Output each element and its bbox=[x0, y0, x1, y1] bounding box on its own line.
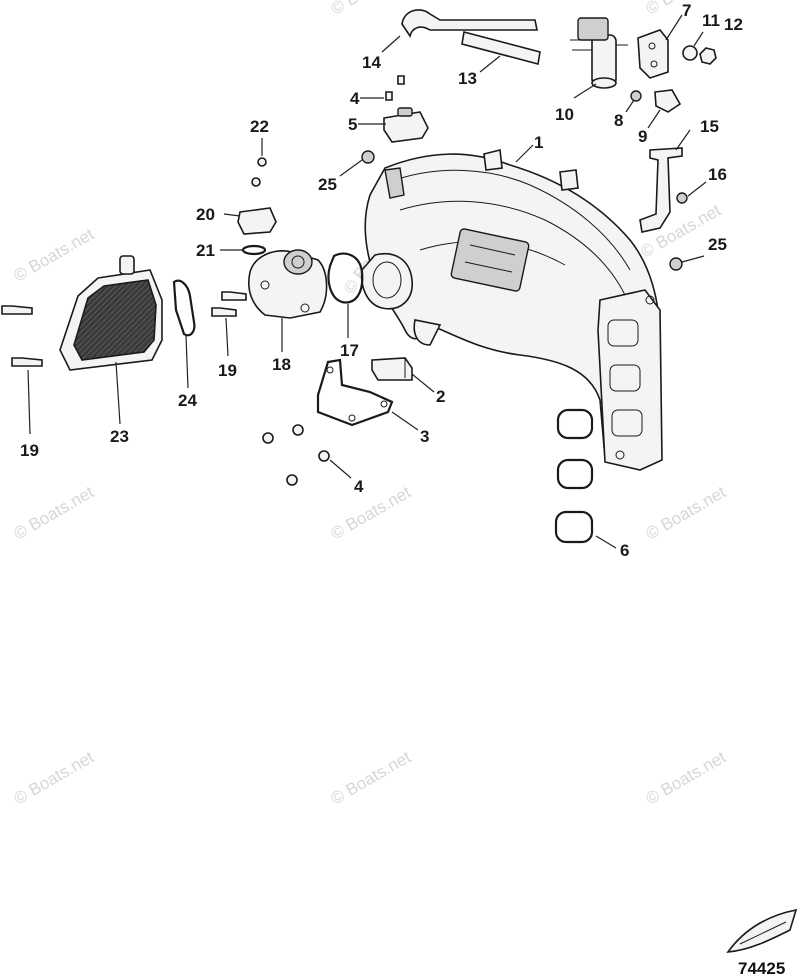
callout-21: 21 bbox=[196, 241, 215, 260]
watermark-text: © Boats.net bbox=[328, 747, 415, 808]
boat-logo-icon bbox=[726, 908, 798, 953]
part-16-screw bbox=[676, 192, 688, 204]
callout-23: 23 bbox=[110, 427, 129, 446]
part-22-screws bbox=[251, 157, 267, 187]
callout-5: 5 bbox=[348, 115, 357, 134]
callout-16: 16 bbox=[708, 165, 727, 184]
watermark-text: © Boats.net bbox=[328, 482, 415, 543]
part-5-sensor bbox=[383, 107, 429, 143]
callout-3: 3 bbox=[420, 427, 429, 446]
part-15-bracket bbox=[639, 147, 683, 233]
callout-8: 8 bbox=[614, 111, 623, 130]
callout-4: 4 bbox=[354, 477, 364, 496]
callout-18: 18 bbox=[272, 355, 291, 374]
part-25-fastener bbox=[669, 257, 683, 271]
watermark-text: © Boats.net bbox=[643, 482, 730, 543]
callout-9: 9 bbox=[638, 127, 647, 146]
callout-17: 17 bbox=[340, 341, 359, 360]
part-9-clip bbox=[654, 89, 682, 113]
part-19-bolts bbox=[1, 291, 247, 367]
callout-20: 20 bbox=[196, 205, 215, 224]
callout-19: 19 bbox=[20, 441, 39, 460]
callout-22: 22 bbox=[250, 117, 269, 136]
part-21-o-ring bbox=[241, 244, 267, 256]
callout-25: 25 bbox=[318, 175, 337, 194]
part-24-gasket bbox=[172, 279, 196, 337]
callout-15: 15 bbox=[700, 117, 719, 136]
callout-19: 19 bbox=[218, 361, 237, 380]
callout-25: 25 bbox=[708, 235, 727, 254]
callout-2: 2 bbox=[436, 387, 445, 406]
watermark-text: © Boats.net bbox=[11, 224, 98, 285]
part-2-block bbox=[371, 357, 413, 381]
part-11-washer bbox=[682, 45, 698, 61]
callout-10: 10 bbox=[555, 105, 574, 124]
callout-1: 1 bbox=[534, 133, 543, 152]
callout-6: 6 bbox=[620, 541, 629, 560]
part-25-fastener bbox=[361, 150, 375, 164]
intake-manifold bbox=[360, 149, 663, 471]
callout-11: 11 bbox=[702, 11, 720, 30]
callout-13: 13 bbox=[458, 69, 477, 88]
watermark-text: © Boats.net bbox=[328, 0, 415, 18]
callout-14: 14 bbox=[362, 53, 381, 72]
watermark-text: © Boats.net bbox=[643, 747, 730, 808]
callout-12: 12 bbox=[724, 15, 743, 34]
part-4-screws-lower bbox=[262, 424, 330, 486]
figure-number: 74425 bbox=[738, 959, 785, 978]
callout-4: 4 bbox=[350, 89, 360, 108]
part-10-valve bbox=[570, 17, 628, 89]
part-3-gasket bbox=[316, 358, 394, 427]
leader-lines bbox=[27, 14, 707, 549]
callout-7: 7 bbox=[682, 1, 691, 20]
part-20-sensor bbox=[237, 207, 277, 235]
part-18-throttle-body bbox=[248, 249, 328, 319]
callouts: 1 2 3 4 4 5 6 7 8 9 10 11 12 13 14 15 16… bbox=[20, 1, 743, 560]
part-17-gasket bbox=[327, 252, 364, 304]
callout-24: 24 bbox=[178, 391, 197, 410]
part-4-screws bbox=[385, 75, 405, 101]
watermark-text: © Boats.net bbox=[11, 482, 98, 543]
part-7-bracket bbox=[637, 29, 669, 79]
part-8-fastener bbox=[630, 90, 642, 102]
part-12-nut bbox=[699, 47, 717, 65]
part-23-filter bbox=[59, 255, 163, 371]
watermark-text: © Boats.net bbox=[11, 747, 98, 808]
hoses bbox=[401, 9, 541, 65]
part-6-gaskets bbox=[554, 408, 594, 544]
